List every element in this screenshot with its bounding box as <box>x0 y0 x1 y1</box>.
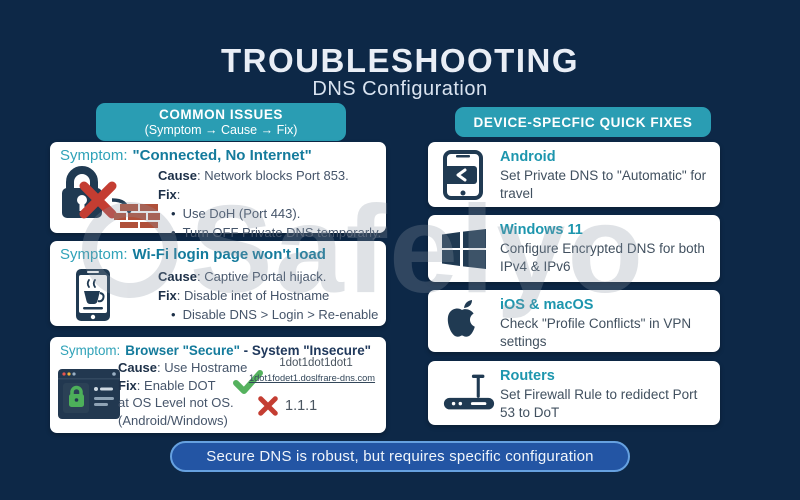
fix-text: : Disable inet of Hostname <box>176 288 330 303</box>
fix-card-desc: Set Private DNS to "Automatic" for trave… <box>500 168 707 201</box>
cause-label: Cause <box>118 360 158 375</box>
symptom-label: Symptom: <box>60 246 128 263</box>
cause-label: Cause <box>158 269 198 284</box>
fix-label: Fix <box>158 288 177 303</box>
symptom-label: Symptom: <box>60 147 128 164</box>
common-issues-subtitle: (Symptom → Cause → Fix) <box>144 123 298 137</box>
router-icon <box>443 374 495 410</box>
fix-line-3: (Android/Windows) <box>118 412 228 428</box>
footer-text: Secure DNS is robust, but requires speci… <box>206 448 594 465</box>
fix-card-text: iOS & macOS Check "Profile Conflicts" in… <box>500 297 712 351</box>
common-issues-header: COMMON ISSUES (Symptom → Cause → Fix) <box>96 103 346 141</box>
fix-card-desc: Set Firewall Rule to redidect Port 53 to… <box>500 387 698 420</box>
cause-line: Cause: Network blocks Port 853. <box>158 166 381 185</box>
issue-card-body: Cause: Network blocks Port 853. Fix: Use… <box>158 166 381 242</box>
fix-card-title: iOS & macOS <box>500 297 594 313</box>
fix-bullet: Use DoH (Port 443). <box>171 204 381 223</box>
fix-bullets: Use DoH (Port 443). Turn OFF Private DNS… <box>171 204 382 242</box>
fix-card-text: Windows 11 Configure Encrypted DNS for b… <box>500 222 712 276</box>
fix-card-routers: Routers Set Firewall Rule to redidect Po… <box>428 361 720 425</box>
apple-logo-icon <box>447 300 475 337</box>
symptom-title-navy: - System "Insecure" <box>239 343 371 358</box>
fix-bullets: Disable DNS > Login > Re-enable <box>171 305 379 324</box>
symptom-title: "Connected, No Internet" <box>132 147 312 164</box>
cause-line: Cause: Use Hostrame <box>118 359 247 377</box>
lock-blocked-firewall-icon <box>62 166 160 228</box>
fix-card-windows: Windows 11 Configure Encrypted DNS for b… <box>428 215 720 282</box>
fix-line: Fix: <box>158 185 381 204</box>
issue-card-body: Cause: Use Hostrame Fix: Enable DOT at O… <box>118 359 247 429</box>
check-icon <box>233 370 263 394</box>
fix-label: Fix <box>158 187 177 202</box>
fix-card-text: Android Set Private DNS to "Automatic" f… <box>500 149 712 203</box>
issue-card-wifi-login: Symptom:Wi-Fi login page won't load Caus… <box>50 241 386 326</box>
fix-line: Fix: Disable inet of Hostname <box>158 286 378 305</box>
symptom-title-teal: Browser "Secure" <box>125 343 240 358</box>
quick-fixes-header: DEVICE-SPECFIC QUICK FIXES <box>455 107 711 137</box>
cause-line: Cause: Captive Portal hijack. <box>158 267 378 286</box>
fix-card-apple: iOS & macOS Check "Profile Conflicts" in… <box>428 290 720 352</box>
fix-card-title: Android <box>500 149 556 165</box>
secure-browser-icon <box>58 369 120 419</box>
fix-card-desc: Configure Encrypted DNS for both IPv4 & … <box>500 241 705 274</box>
symptom-line: Symptom: Browser "Secure" - System "Insec… <box>60 343 371 358</box>
fix-text: : Enable DOT <box>136 377 216 393</box>
windows-logo-icon <box>442 228 486 269</box>
android-phone-icon <box>443 149 483 200</box>
fix-bullet: Turn OFF Private DNS temporarly. <box>171 223 382 242</box>
issue-card-body: Cause: Captive Portal hijack. Fix: Disab… <box>158 267 378 324</box>
cause-label: Cause <box>158 168 198 183</box>
cause-text: : Captive Portal hijack. <box>197 269 327 284</box>
fix-card-android: Android Set Private DNS to "Automatic" f… <box>428 142 720 207</box>
symptom-title: Wi-Fi login page won't load <box>132 246 326 263</box>
fix-card-title: Windows 11 <box>500 222 583 238</box>
captive-portal-phone-icon <box>76 269 110 321</box>
symptom-line: Symptom:"Connected, No Internet" <box>60 147 312 164</box>
fix-text: : <box>176 187 181 202</box>
symptom-label: Symptom: <box>60 343 121 358</box>
cross-icon <box>258 396 278 416</box>
fix-line: Fix: Enable DOT <box>118 377 247 395</box>
common-issues-title: COMMON ISSUES <box>158 107 284 122</box>
wrong-dns-value: 1.1.1 <box>285 398 318 414</box>
fix-bullet: Disable DNS > Login > Re-enable <box>171 305 379 324</box>
correct-dns-name: 1dot1dot1dot1 <box>279 357 353 369</box>
wrong-dns-row: 1.1.1 <box>258 396 317 416</box>
page-title: TROUBLESHOOTING <box>221 42 579 79</box>
symptom-line: Symptom:Wi-Fi login page won't load <box>60 246 326 263</box>
fix-card-desc: Check "Profile Conflicts" in VPN setting… <box>500 316 692 349</box>
fix-line-2: at OS Level not OS. <box>118 395 234 410</box>
correct-dns-domain: 1dot1fodet1.doslfrare-dns.com <box>248 373 376 383</box>
fix-card-text: Routers Set Firewall Rule to redidect Po… <box>500 368 712 422</box>
fix-label: Fix <box>118 377 137 393</box>
cause-text: : Network blocks Port 853. <box>197 168 349 183</box>
cause-text: : Use Hostrame <box>157 360 248 375</box>
issue-card-no-internet: Symptom:"Connected, No Internet" Cause: … <box>50 142 386 240</box>
issue-card-browser-secure: Symptom: Browser "Secure" - System "Insec… <box>50 337 386 433</box>
quick-fixes-title: DEVICE-SPECFIC QUICK FIXES <box>473 114 693 130</box>
footer-banner: Secure DNS is robust, but requires speci… <box>170 441 630 472</box>
fix-card-title: Routers <box>500 368 555 384</box>
page-subtitle: DNS Configuration <box>312 78 488 100</box>
